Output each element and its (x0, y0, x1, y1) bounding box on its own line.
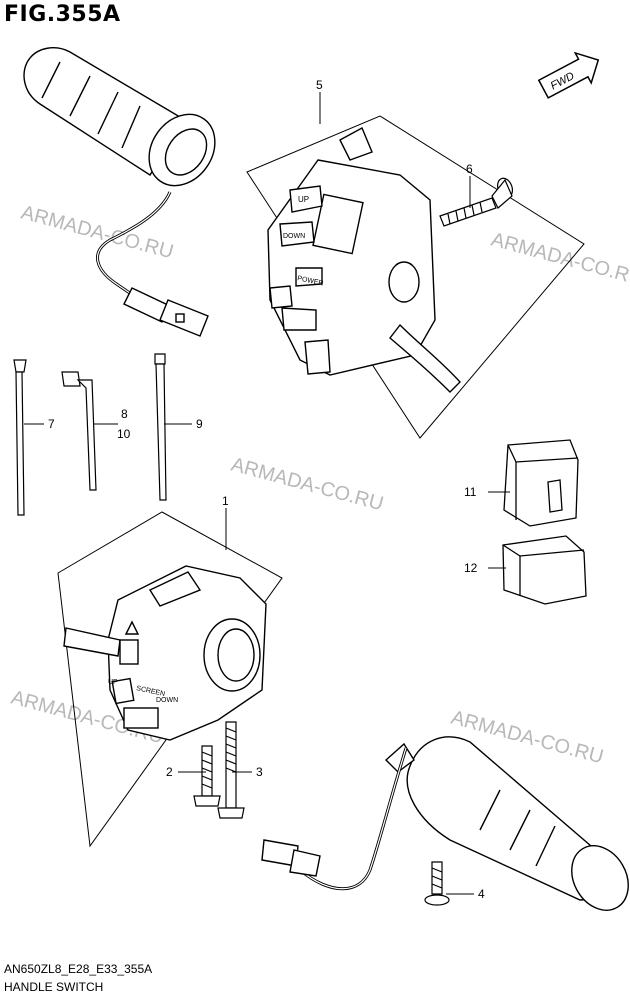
figure-title: FIG.355A (4, 2, 121, 27)
callout-numbers: 5 6 1 7 8 10 9 11 12 2 3 4 (48, 78, 485, 901)
screw-part-2 (193, 745, 221, 807)
watermark-text: ARMADA-CO.RU (489, 229, 630, 291)
callout-4: 4 (478, 887, 485, 901)
relay-part-11 (503, 439, 579, 527)
leader-lines (24, 92, 510, 895)
left-grip (23, 47, 216, 337)
figure-name: HANDLE SWITCH (4, 980, 104, 994)
relay-part-12 (502, 535, 587, 605)
cable-ties (13, 353, 167, 516)
fwd-arrow-icon: FWD (537, 51, 600, 99)
callout-9: 9 (196, 417, 203, 431)
screw-part-6 (439, 177, 514, 227)
right-switch-box: UP DOWN POWER (267, 127, 461, 393)
frame-part-1 (57, 511, 283, 848)
screw-part-3 (217, 721, 245, 819)
right-grip (261, 736, 629, 911)
switch-label-screen-down: DOWN (156, 697, 178, 704)
callout-11: 11 (464, 485, 477, 499)
figure-code: AN650ZL8_E28_E33_355A (4, 962, 153, 976)
callout-5: 5 (316, 78, 323, 92)
callout-10: 10 (117, 427, 131, 441)
callout-6: 6 (466, 162, 473, 176)
switch-label-screen-up: UP (108, 679, 118, 686)
switch-label-up: UP (298, 195, 309, 204)
callout-2: 2 (166, 765, 173, 779)
callout-7: 7 (48, 417, 55, 431)
left-switch-box: SCREEN UP DOWN (63, 565, 267, 741)
switch-label-down: DOWN (283, 233, 305, 240)
callout-3: 3 (256, 765, 263, 779)
watermark-text: ARMADA-CO.RU (229, 454, 386, 516)
callout-8: 8 (121, 407, 128, 421)
callout-12: 12 (464, 561, 478, 575)
callout-1: 1 (222, 494, 229, 508)
bolt-part-4 (424, 861, 450, 906)
